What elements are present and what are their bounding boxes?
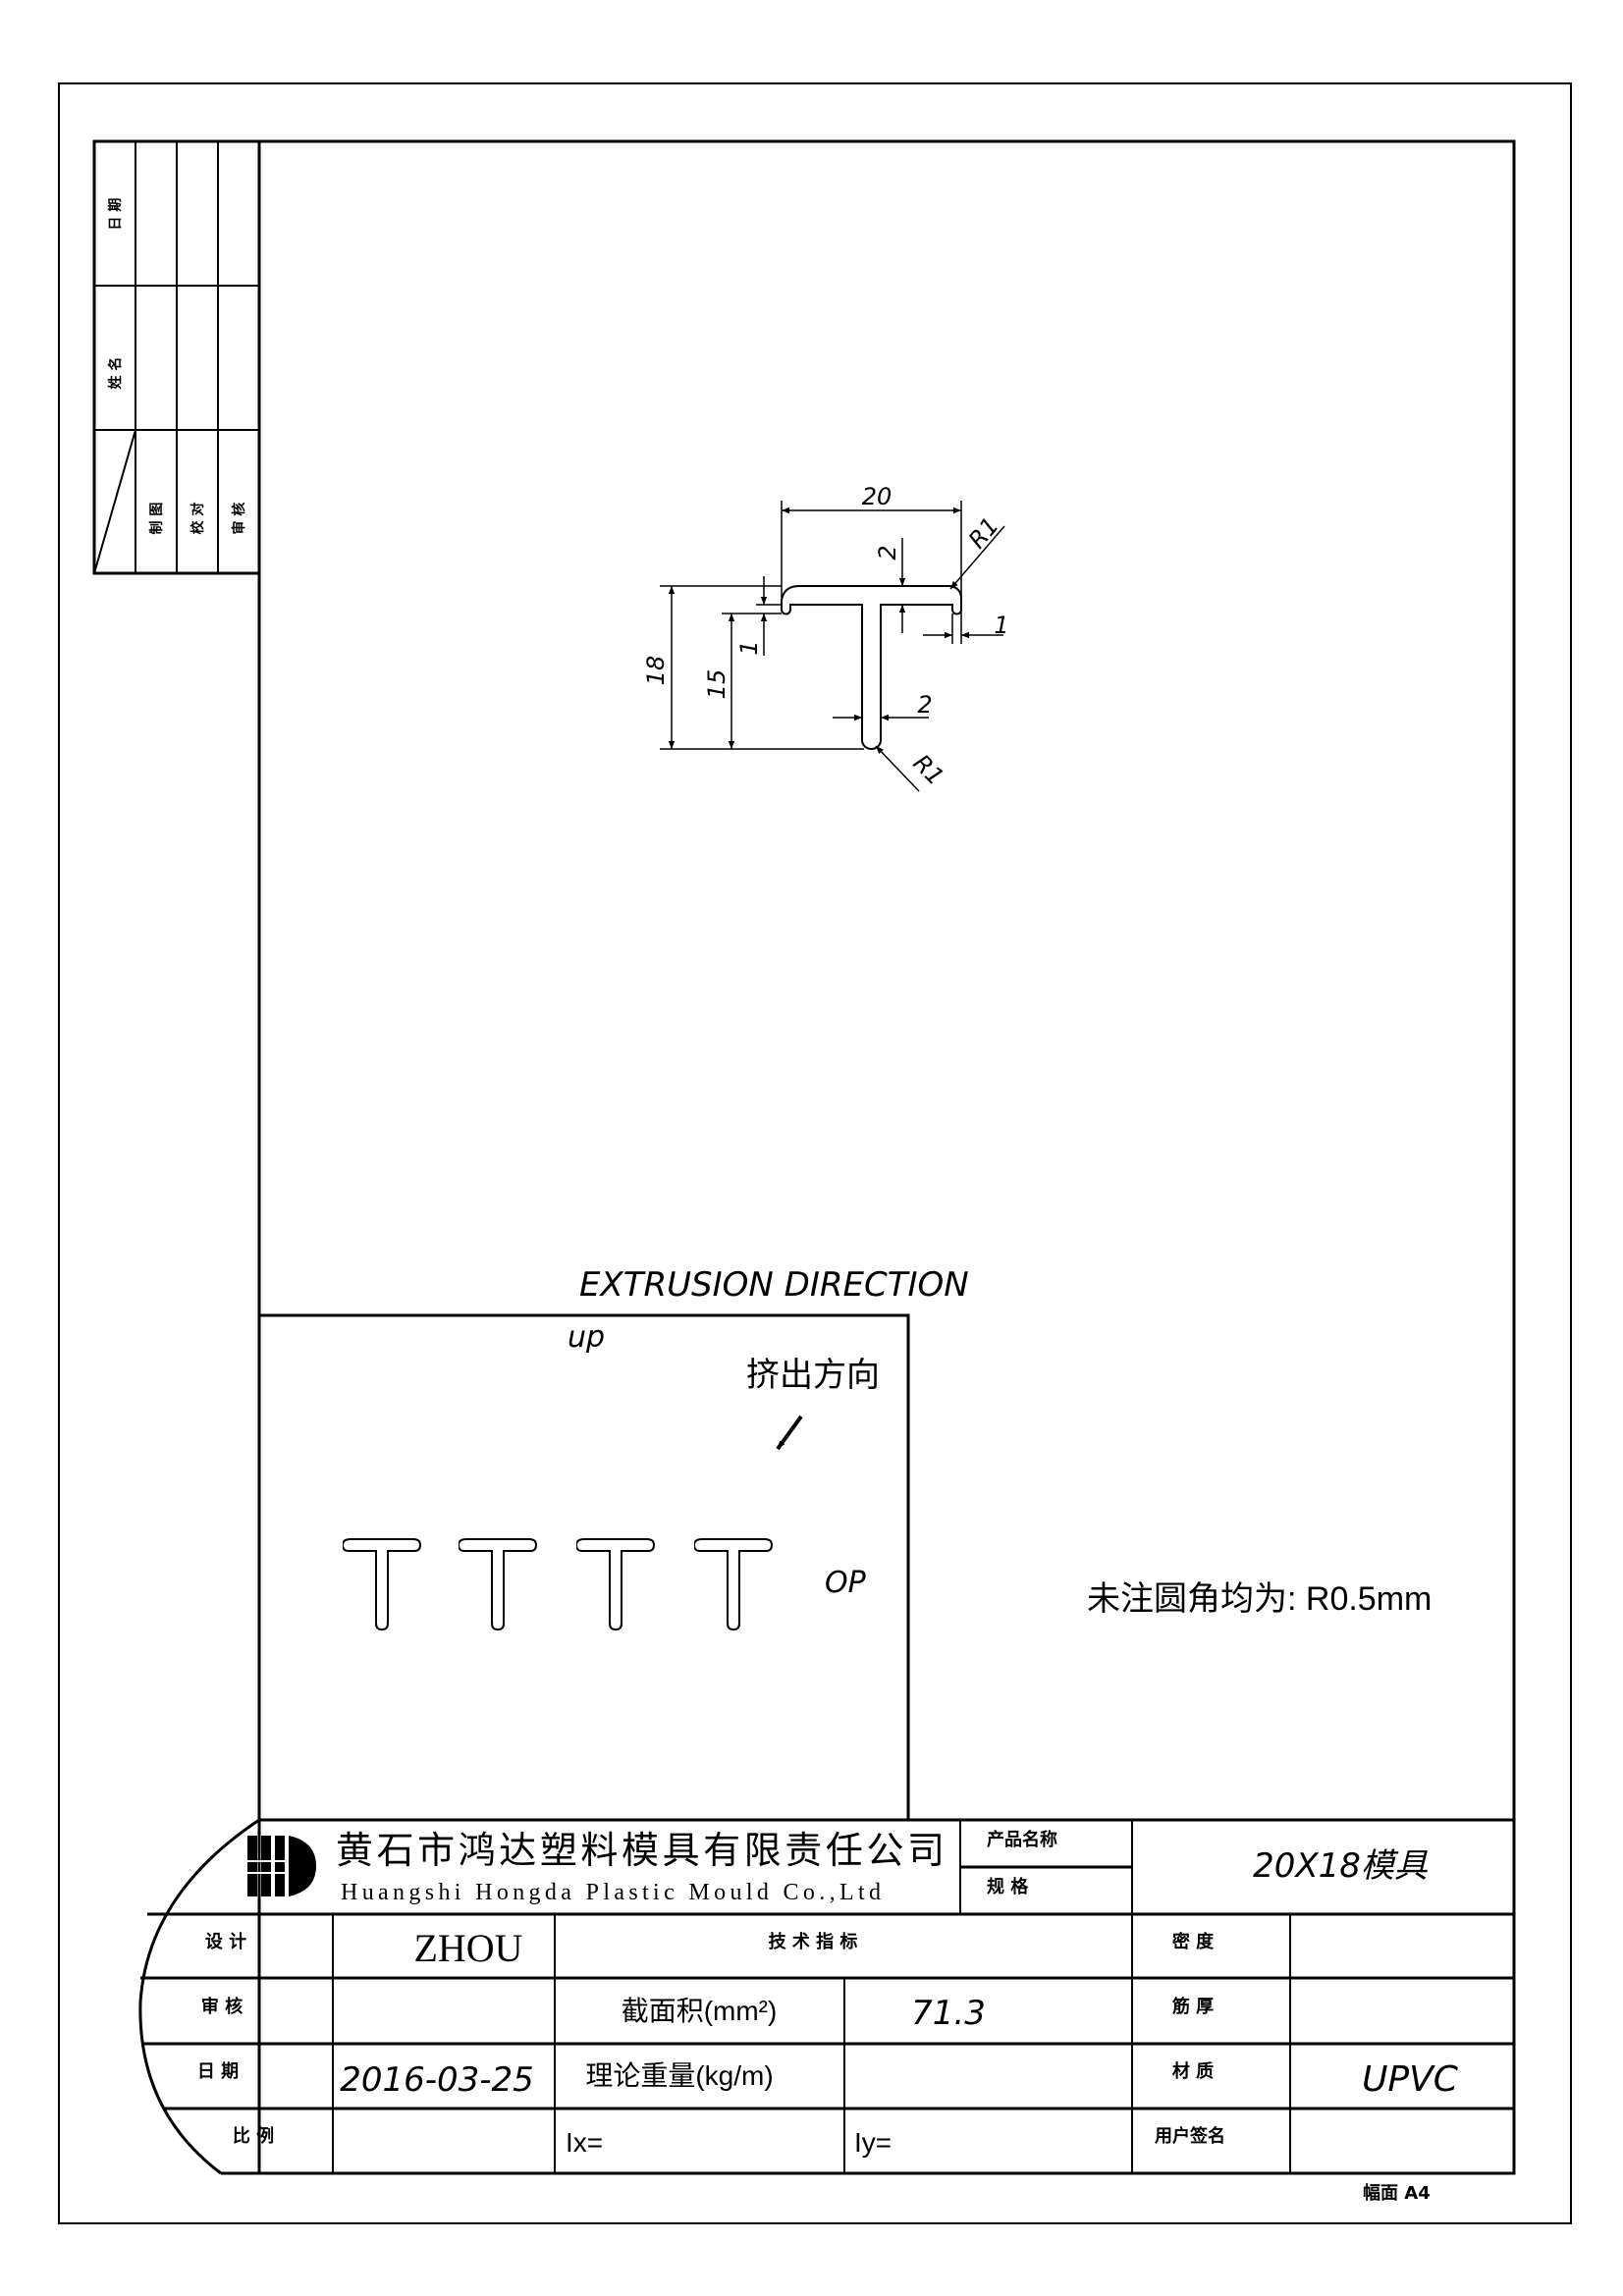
- extruded-profile-1: [343, 1538, 421, 1630]
- date-label: 日 期: [197, 2061, 239, 2082]
- material-value: UPVC: [1362, 2059, 1459, 2100]
- spec-label: 规 格: [987, 1876, 1029, 1897]
- t-profile-section: [781, 585, 962, 750]
- dim-lip-height: 1: [735, 640, 763, 655]
- customer-signature-label: 用户签名: [1155, 2125, 1225, 2147]
- outer-border: [58, 82, 1572, 2224]
- dim-flange-thickness: 2: [874, 545, 901, 560]
- side-draw-label: 制 图: [148, 503, 165, 535]
- iy-label: Iy=: [854, 2127, 892, 2158]
- density-label: 密 度: [1172, 1931, 1215, 1952]
- company-logo: [247, 1836, 316, 1896]
- dim-stem-thickness: 2: [917, 691, 932, 719]
- section-area-label: 截面积(mm²): [622, 1996, 778, 2026]
- weight-label: 理论重量(kg/m): [585, 2060, 773, 2091]
- dimensions: 20 18 15 1 2 1 2 R1 R1: [642, 483, 1009, 792]
- review-label: 审 核: [201, 1996, 243, 2017]
- side-name-label: 姓 名: [107, 357, 124, 390]
- design-value: ZHOU: [413, 1926, 522, 1970]
- side-check-label: 校 对: [189, 503, 206, 535]
- dim-width: 20: [862, 483, 893, 510]
- side-revision-table: 日 期 姓 名 制 图 校 对 审 核: [92, 139, 261, 575]
- sheet-size: 幅面 A4: [1363, 2182, 1431, 2204]
- tech-spec-label: 技 术 指 标: [769, 1931, 858, 1952]
- extruded-profile-2: [459, 1538, 537, 1630]
- dim-radius-bottom: R1: [907, 749, 948, 790]
- product-name-label: 产品名称: [987, 1829, 1057, 1850]
- radius-note: 未注圆角均为: R0.5mm: [1087, 1580, 1432, 1618]
- title-block: [138, 1818, 1516, 2175]
- design-label: 设 计: [205, 1931, 246, 1952]
- rib-thickness-label: 筋 厚: [1172, 1996, 1214, 2017]
- ix-label: Ix=: [566, 2127, 603, 2158]
- dim-lip-width: 1: [994, 612, 1008, 639]
- side-date-label: 日 期: [108, 198, 124, 231]
- side-review-label: 审 核: [231, 503, 247, 535]
- product-value: 20X18模具: [1253, 1846, 1429, 1886]
- dim-height: 18: [642, 656, 670, 686]
- extrusion-arrow-icon: [776, 1415, 803, 1451]
- scale-label: 比 例: [233, 2125, 274, 2147]
- material-label: 材 质: [1172, 2060, 1214, 2082]
- dim-radius-top: R1: [963, 512, 1004, 554]
- date-value: 2016-03-25: [340, 2060, 534, 2100]
- company-name-en: Huangshi Hongda Plastic Mould Co.,Ltd: [341, 1880, 881, 1905]
- extruded-profile-3: [576, 1538, 655, 1630]
- extrusion-direction-title: EXTRUSION DIRECTION: [579, 1265, 969, 1305]
- extruded-profile-4: [694, 1538, 773, 1630]
- dim-stem-height: 15: [703, 669, 730, 700]
- extrusion-direction-cn: 挤出方向: [746, 1357, 880, 1394]
- up-label: up: [568, 1320, 605, 1355]
- company-name-cn: 黄石市鸿达塑料模具有限责任公司: [336, 1831, 945, 1872]
- op-label: OP: [825, 1566, 867, 1600]
- section-area-value: 71.3: [911, 1994, 986, 2033]
